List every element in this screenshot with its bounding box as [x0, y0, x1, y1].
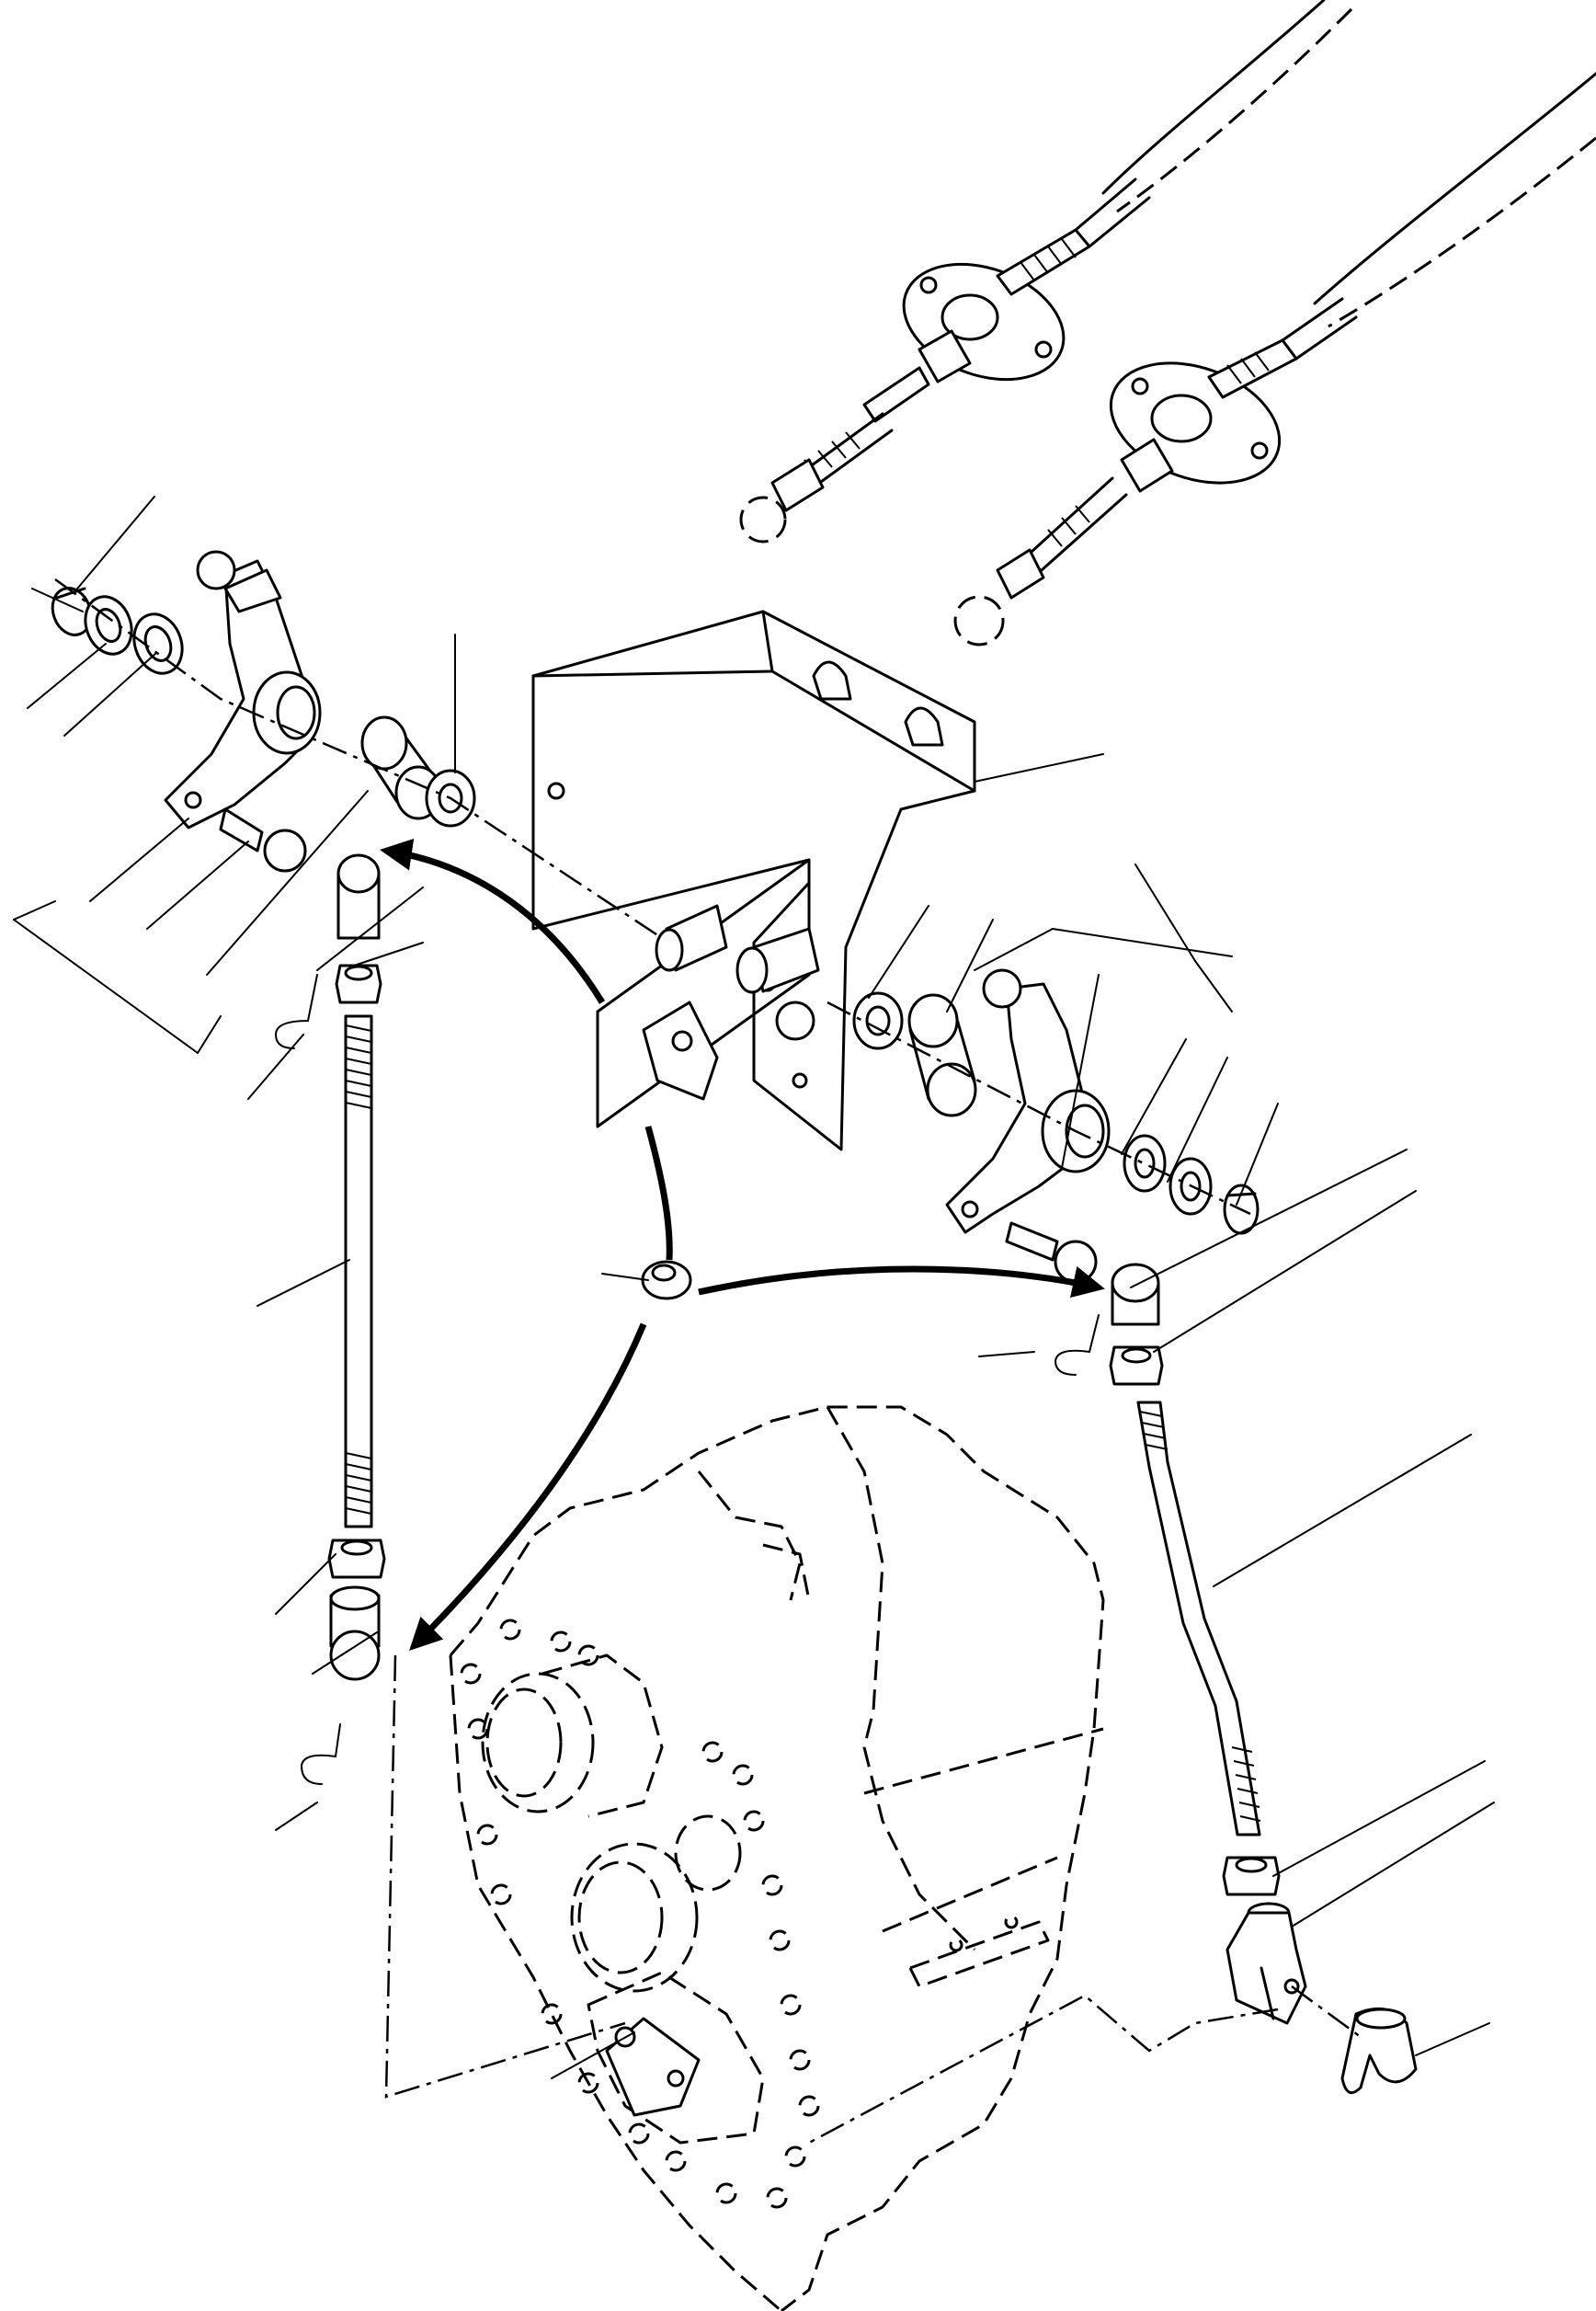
part-leader-lines	[13, 496, 1495, 2079]
lock-nut-icon	[1109, 1345, 1164, 1386]
shift-lever-icon	[164, 550, 322, 829]
transmission-housing-icon	[449, 1405, 1105, 2311]
ball-joint-icon	[329, 1585, 381, 1681]
threaded-rod-icon	[1136, 1401, 1261, 1836]
assembly-axis-line	[826, 1001, 1251, 1216]
assembly-axis-line	[54, 578, 663, 940]
ball-joint-icon	[219, 807, 307, 873]
shift-lever-icon	[605, 2017, 701, 2117]
clevis-icon	[1226, 1902, 1307, 2025]
clevis-pin-icon	[1340, 2007, 1418, 2095]
linkage-route-line	[808, 1994, 1279, 2145]
linkage-route-line	[384, 1654, 626, 2099]
washer-icon	[852, 991, 904, 1050]
assembly-flow-arrows	[380, 838, 1105, 1651]
pin-axis-line	[1291, 1985, 1362, 2039]
lock-nut-icon	[327, 1539, 386, 1579]
grease-fitting-icon	[641, 1260, 692, 1300]
washer-icon	[84, 595, 184, 675]
mounting-bracket-icon	[531, 610, 976, 1151]
callout-hooks	[274, 974, 1100, 1785]
lock-nut-icon	[1222, 1856, 1281, 1896]
spacer-bushing-icon	[907, 993, 977, 1117]
ball-joint-icon	[336, 853, 381, 940]
shift-cable-assembly-icon	[739, 0, 1596, 646]
ball-joint-icon	[1111, 1263, 1160, 1326]
threaded-rod-icon	[344, 1014, 373, 1528]
lock-nut-icon	[335, 964, 382, 1004]
